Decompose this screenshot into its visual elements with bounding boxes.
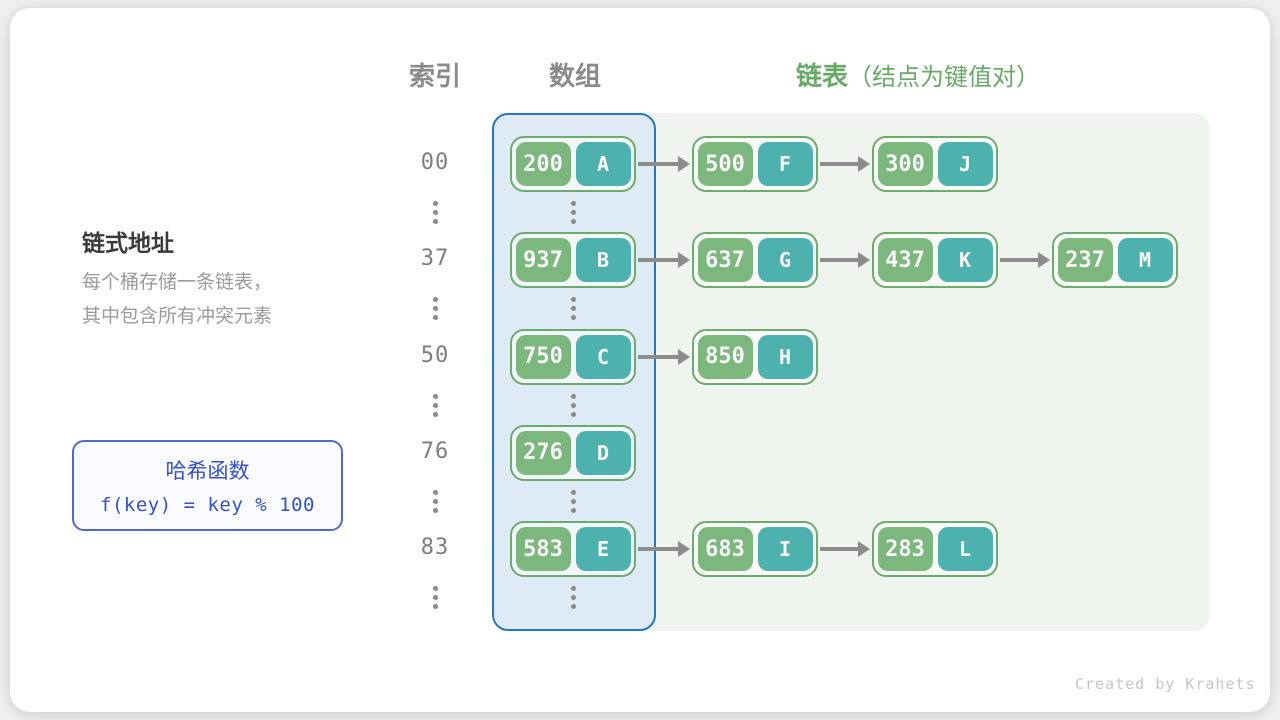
vertical-ellipsis-icon xyxy=(432,489,438,513)
section-title: 链式地址 xyxy=(82,230,174,256)
value-cell: H xyxy=(757,334,813,379)
vertical-ellipsis-icon xyxy=(432,586,438,609)
arrow-icon xyxy=(820,540,870,558)
index-label: 83 xyxy=(420,535,450,560)
vertical-ellipsis-icon xyxy=(570,201,576,224)
key-cell: 300 xyxy=(877,142,933,186)
value-cell: M xyxy=(1117,238,1173,283)
list-header-note: （结点为键值对） xyxy=(848,64,1041,91)
key-cell: 750 xyxy=(515,334,571,379)
vertical-ellipsis-icon xyxy=(570,489,576,513)
vertical-ellipsis-icon xyxy=(432,201,438,224)
index-label: 76 xyxy=(420,438,450,464)
hash-function-formula: f(key) = key % 100 xyxy=(100,494,315,516)
vertical-ellipsis-icon xyxy=(570,586,576,609)
value-cell: D xyxy=(575,430,631,475)
key-cell: 683 xyxy=(697,527,753,571)
key-cell: 276 xyxy=(515,430,571,475)
arrow-icon xyxy=(638,540,690,558)
arrow-icon xyxy=(638,155,690,173)
hash-function-title: 哈希函数 xyxy=(165,460,250,483)
value-cell: F xyxy=(757,142,813,186)
key-cell: 200 xyxy=(515,142,571,186)
arrow-icon xyxy=(820,155,870,173)
value-cell: G xyxy=(757,238,813,283)
value-cell: K xyxy=(937,238,993,283)
key-cell: 850 xyxy=(697,334,753,379)
vertical-ellipsis-icon xyxy=(570,393,576,417)
column-header-index: 索引 xyxy=(408,61,461,91)
index-label: 37 xyxy=(420,246,450,272)
key-cell: 237 xyxy=(1057,238,1113,283)
key-cell: 437 xyxy=(877,238,933,283)
value-cell: A xyxy=(575,142,631,186)
hash-function-box: 哈希函数 f(key) = key % 100 xyxy=(72,440,343,531)
key-cell: 500 xyxy=(697,142,753,186)
arrow-icon xyxy=(820,251,870,269)
column-header-list: 链表（结点为键值对） xyxy=(796,56,1040,93)
value-cell: E xyxy=(575,527,631,571)
arrow-icon xyxy=(638,251,690,269)
value-cell: I xyxy=(757,527,813,571)
arrow-icon xyxy=(1000,251,1050,269)
arrow-icon xyxy=(638,348,690,366)
vertical-ellipsis-icon xyxy=(432,393,438,417)
credit-text: Created by Krahets xyxy=(1075,675,1256,693)
vertical-ellipsis-icon xyxy=(570,297,576,321)
key-cell: 937 xyxy=(515,238,571,283)
value-cell: C xyxy=(575,334,631,379)
index-label: 00 xyxy=(420,150,450,175)
value-cell: B xyxy=(575,238,631,283)
column-header-array: 数组 xyxy=(548,61,601,91)
value-cell: L xyxy=(937,527,993,571)
key-cell: 583 xyxy=(515,527,571,571)
list-header-label: 链表 xyxy=(796,61,849,91)
key-cell: 283 xyxy=(877,527,933,571)
value-cell: J xyxy=(937,142,993,186)
section-description: 每个桶存储一条链表， 其中包含所有冲突元素 xyxy=(82,272,273,327)
index-label: 50 xyxy=(420,342,450,368)
key-cell: 637 xyxy=(697,238,753,283)
vertical-ellipsis-icon xyxy=(432,297,438,321)
